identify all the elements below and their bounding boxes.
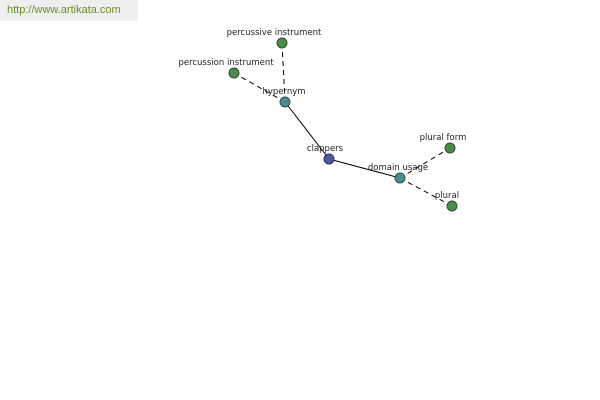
- edge-domain-usage-plural-form: [399, 147, 451, 179]
- node-label-domain-usage: domain usage: [368, 163, 428, 173]
- edge-clappers-hypernym: [284, 101, 330, 160]
- node-label-plural-form: plural form: [420, 133, 467, 143]
- edge-domain-usage-plural: [399, 177, 453, 207]
- watermark-banner: http://www.artikata.com: [0, 0, 138, 21]
- edge-clappers-domain-usage: [328, 158, 401, 179]
- node-label-clappers: clappers: [307, 144, 344, 154]
- edge-hypernym-percussive-instrument: [281, 42, 286, 103]
- node-percussion-instrument[interactable]: percussion instrument: [178, 58, 274, 79]
- node-hypernym[interactable]: hypernym: [262, 87, 306, 108]
- node-label-percussive-instrument: percussive instrument: [227, 28, 322, 38]
- edge-hypernym-percussion-instrument: [233, 72, 286, 103]
- node-clappers[interactable]: clappers: [307, 144, 344, 165]
- node-domain-usage[interactable]: domain usage: [368, 163, 428, 184]
- node-label-percussion-instrument: percussion instrument: [178, 58, 274, 68]
- node-percussive-instrument[interactable]: percussive instrument: [227, 28, 322, 49]
- node-plural[interactable]: plural: [435, 191, 459, 212]
- node-label-plural: plural: [435, 191, 459, 201]
- node-plural-form[interactable]: plural form: [420, 133, 467, 154]
- node-label-hypernym: hypernym: [262, 87, 305, 97]
- watermark-text: http://www.artikata.com: [7, 4, 121, 16]
